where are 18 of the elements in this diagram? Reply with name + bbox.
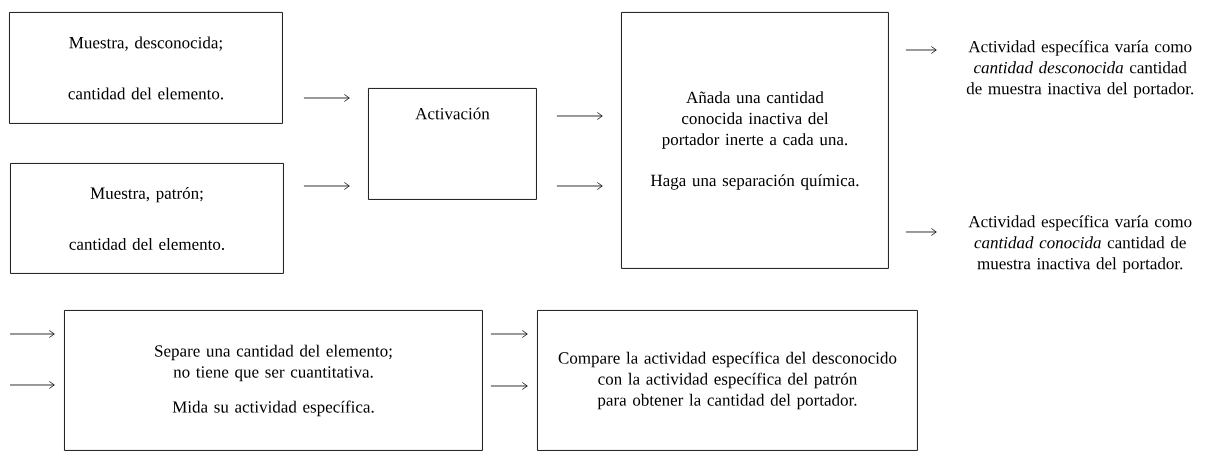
- arrow: [905, 46, 937, 54]
- process-box: Añada una cantidad conocida inactiva del portador inerte a cada una. Haga una separación química.: [621, 12, 889, 269]
- arrow: [9, 330, 55, 338]
- arrow: [490, 382, 528, 390]
- process-box: Separe una cantidad del elemento; no tiene que ser cuantitativa. Mida su actividad específica.: [64, 310, 483, 451]
- process-box: Muestra, desconocida; cantidad del elemento.: [9, 12, 283, 124]
- arrow: [556, 182, 603, 190]
- arrow: [905, 228, 937, 236]
- process-box: Compare la actividad específica del desconocido con la actividad específica del patrón para obtener la cantidad del portador.: [537, 310, 918, 451]
- process-box: Muestra, patrón; cantidad del elemento.: [10, 163, 284, 274]
- result-text: Actividad específica varía como cantidad desconocida cantidad de muestra inactiva del portador.: [966, 40, 1194, 98]
- process-box: Activación: [368, 88, 537, 200]
- result-text: Actividad específica varía como cantidad conocida cantidad de muestra inactiva del portador.: [968, 215, 1192, 273]
- arrow: [9, 381, 55, 389]
- arrow: [490, 330, 528, 338]
- arrow: [556, 112, 603, 120]
- arrow: [303, 182, 350, 190]
- arrow: [303, 94, 350, 102]
